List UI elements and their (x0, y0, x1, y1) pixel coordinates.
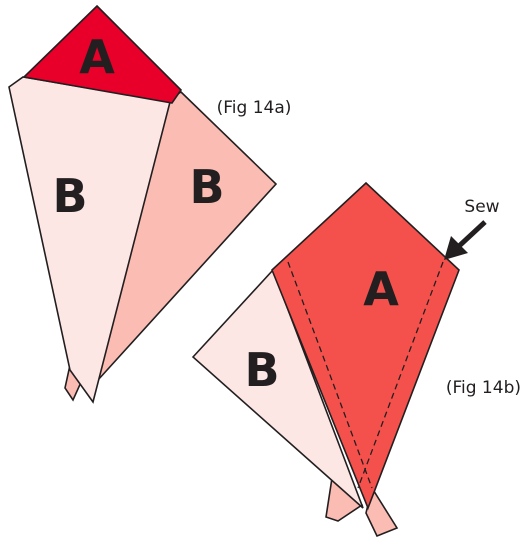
fig-b-label-b: B (244, 343, 279, 397)
fig-b-sew-line-right (357, 261, 444, 489)
figure-14a: A B B (Fig 14a) (8, 4, 292, 404)
fig-a-label-a: A (79, 30, 115, 84)
fig-b-caption: (Fig 14b) (446, 378, 521, 398)
arrow-down-left-icon (444, 220, 487, 260)
fig-b-piece-b (191, 268, 364, 509)
fig-a-piece-a (22, 4, 183, 104)
fig-b-label-a: A (363, 262, 399, 316)
fig-a-caption: (Fig 14a) (217, 98, 292, 118)
fig-a-piece-b-left (8, 76, 171, 404)
fig-b-piece-a (271, 181, 460, 511)
figure-14b: A B (Fig 14b) Sew (191, 181, 521, 538)
fig-b-sew-line-left (287, 261, 373, 489)
fig-a-label-b-right: B (189, 160, 224, 214)
sew-label: Sew (464, 197, 499, 217)
fig-a-label-b-left: B (52, 169, 87, 223)
